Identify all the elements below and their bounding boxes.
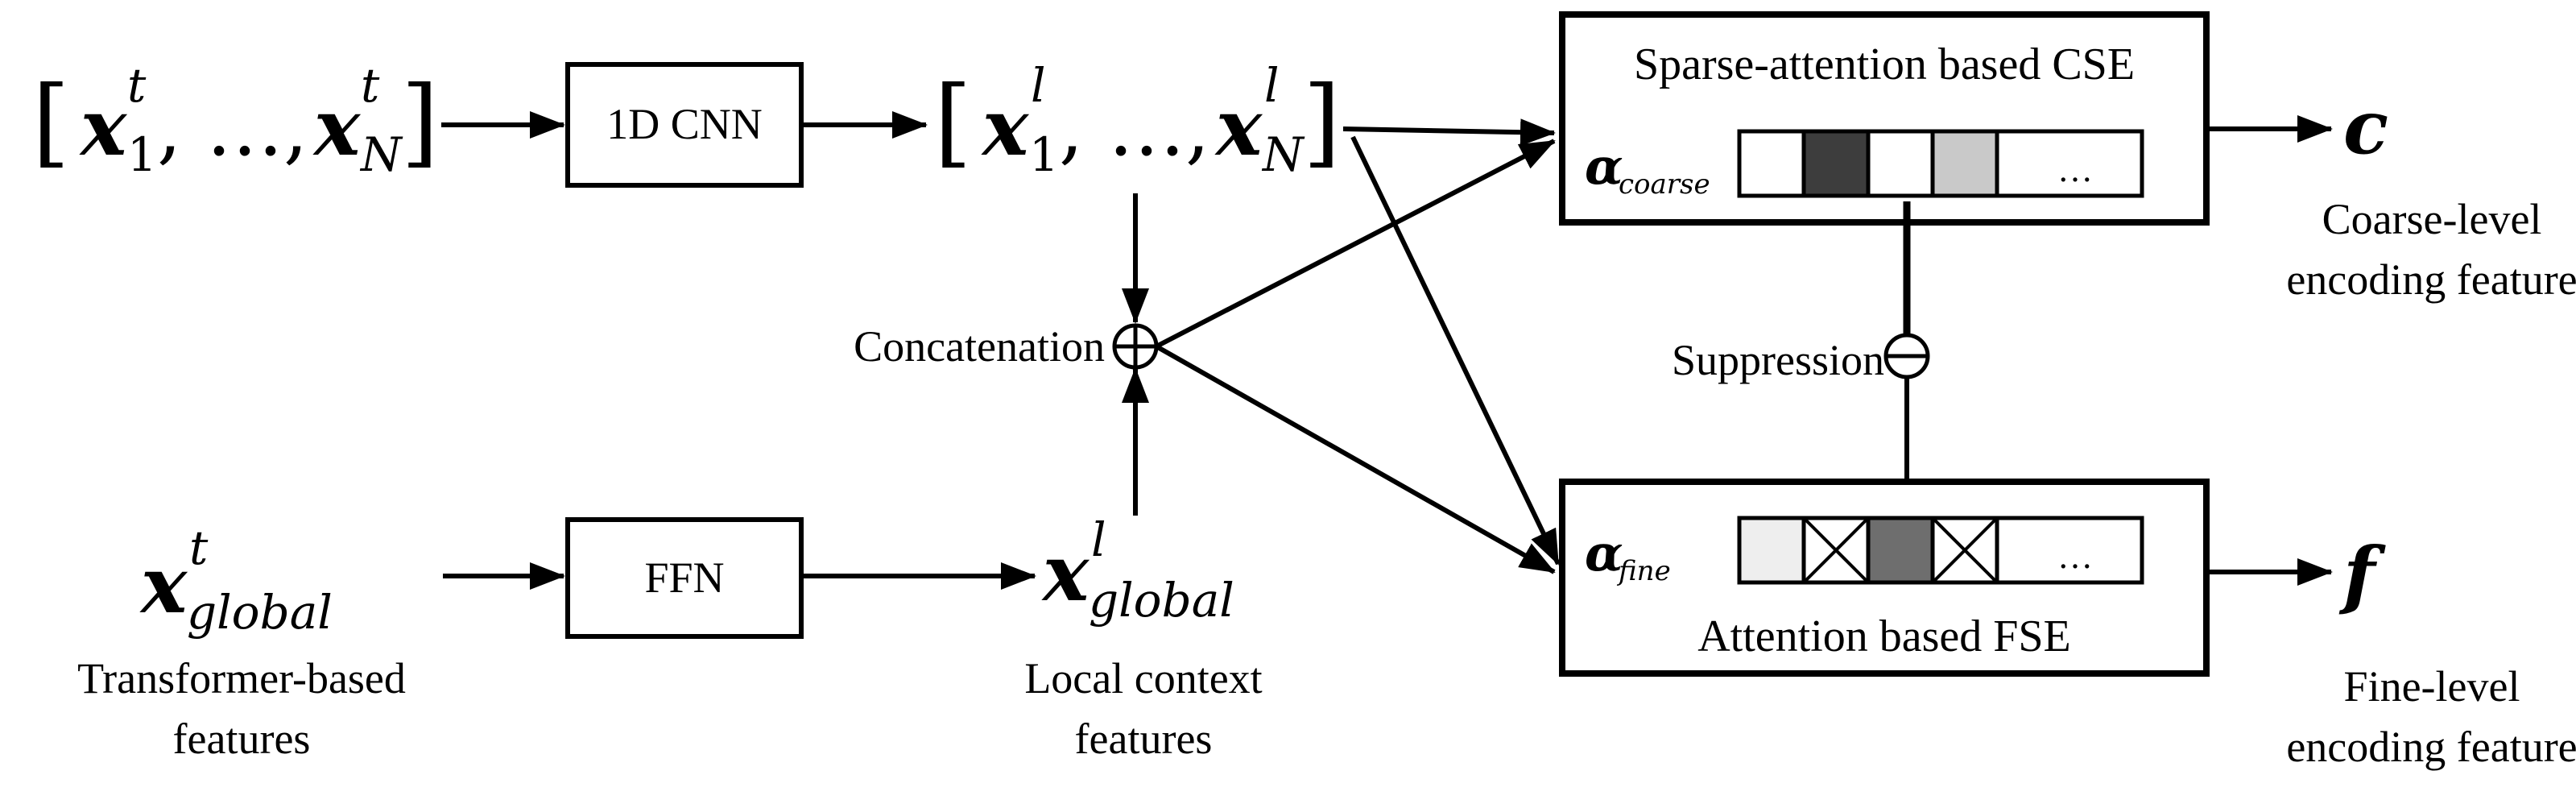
open-bracket: [ — [934, 66, 972, 178]
sequence-dots: , …, — [157, 83, 308, 173]
ffn-label: FFN — [644, 553, 724, 602]
local-caption-line2: features — [1075, 715, 1213, 763]
xN-subscript: N — [1261, 127, 1305, 182]
concatenation-node — [1112, 323, 1159, 370]
fse-cross-line — [1931, 516, 1999, 584]
fse-cell — [1737, 516, 1806, 585]
concatenation-label: Concatenation — [854, 322, 1105, 371]
cse-cell — [1737, 129, 1806, 198]
xN-symbol: x — [312, 82, 362, 173]
global-local-symbol: x — [1041, 528, 1090, 619]
fse-title: Attention based FSE — [1697, 611, 2071, 661]
suppression-label: Suppression — [1672, 336, 1884, 384]
global-local-superscript: l — [1091, 512, 1106, 567]
cse-cell — [1930, 129, 1999, 198]
cse-attention-cells — [1737, 129, 2144, 198]
global-input-subscript: global — [187, 585, 333, 640]
open-bracket: [ — [32, 66, 70, 178]
global-local-subscript: global — [1089, 573, 1234, 628]
fine-caption-line2: encoding feature — [2286, 723, 2576, 771]
fse-ellipsis: … — [2057, 537, 2093, 576]
output-c-symbol: c — [2343, 84, 2388, 171]
x1-subscript: 1 — [1029, 127, 1059, 182]
x1-superscript: l — [1031, 58, 1046, 113]
fse-attention-cells — [1737, 516, 2144, 585]
input-sequence: [ x 1 t , …, x N t ] — [32, 58, 439, 182]
arrow-local-to-fse — [1350, 135, 1561, 566]
cse-cell — [1801, 129, 1871, 198]
arrow-concat-to-cse — [1155, 139, 1556, 349]
x1-symbol: x — [981, 82, 1030, 173]
close-bracket: ] — [401, 66, 439, 178]
xN-symbol: x — [1214, 82, 1263, 173]
xN-superscript: t — [361, 58, 380, 113]
close-bracket: ] — [1303, 66, 1341, 178]
xN-subscript: N — [359, 127, 403, 182]
output-f-symbol: f — [2338, 531, 2386, 618]
global-input-superscript: t — [189, 520, 209, 575]
alpha-fine-symbol: α — [1585, 524, 1623, 582]
alpha-coarse: α coarse — [1585, 137, 1710, 201]
fse-cell — [1866, 516, 1935, 585]
fine-caption-line1: Fine-level — [2344, 662, 2520, 711]
fse-cross-line — [1802, 516, 1870, 584]
arrow-concat-to-fse — [1155, 344, 1556, 574]
ffn-box — [565, 517, 804, 639]
cse-ellipsis: … — [2057, 150, 2093, 189]
fse-cell-tail — [1995, 516, 2144, 585]
alpha-fine: α fine — [1585, 524, 1671, 587]
arrow-local-to-cse — [1342, 118, 1556, 147]
sequence-dots: , …, — [1059, 83, 1210, 173]
cse-cell — [1866, 129, 1935, 198]
transformer-caption-line1: Transformer-based — [77, 654, 406, 702]
x1-superscript: t — [127, 58, 147, 113]
cnn-label: 1D CNN — [606, 100, 763, 148]
global-local: x global l — [1041, 512, 1234, 628]
local-caption-line1: Local context — [1024, 654, 1262, 702]
cse-title: Sparse-attention based CSE — [1634, 39, 2135, 89]
global-input-symbol: x — [139, 540, 188, 631]
x1-subscript: 1 — [127, 127, 157, 182]
cse-cell-tail — [1995, 129, 2144, 198]
transformer-caption-line2: features — [173, 715, 311, 763]
alpha-coarse-symbol: α — [1585, 137, 1623, 196]
alpha-fine-subscript: fine — [1616, 555, 1671, 587]
coarse-caption-line2: encoding feature — [2286, 255, 2576, 304]
suppression-node — [1883, 333, 1930, 379]
alpha-coarse-subscript: coarse — [1619, 168, 1710, 201]
coarse-caption-line1: Coarse-level — [2322, 195, 2542, 243]
global-input: x global t — [139, 520, 333, 640]
xN-superscript: l — [1264, 58, 1280, 113]
x1-symbol: x — [79, 82, 128, 173]
local-sequence: [ x 1 l , …, x N l ] — [934, 58, 1341, 182]
